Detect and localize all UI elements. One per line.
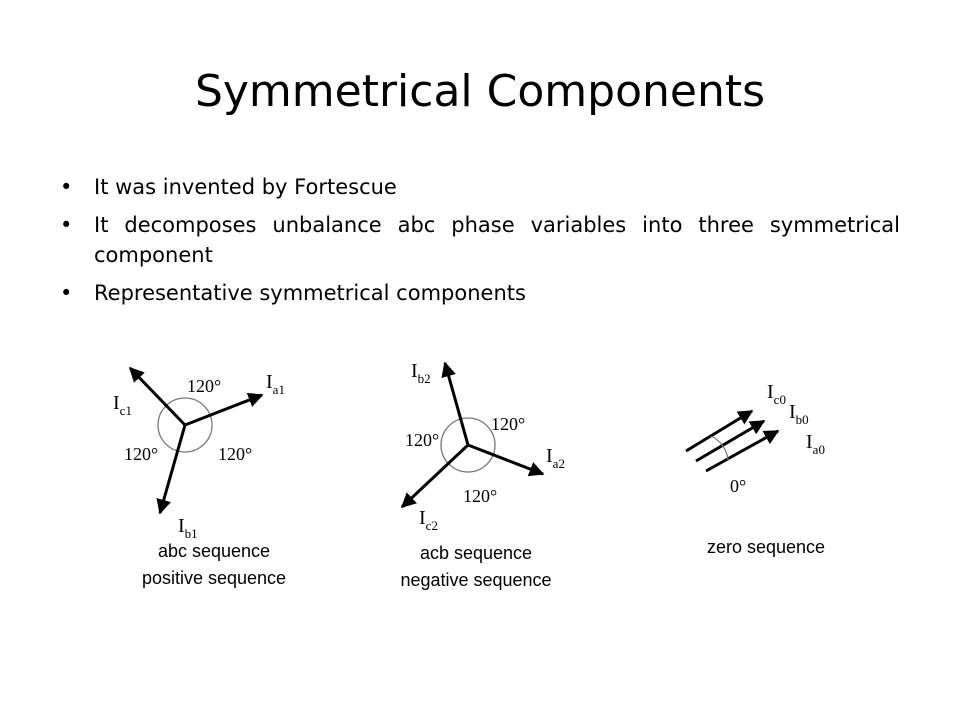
phasor-ib2-arrow — [441, 361, 470, 446]
phasor-ib0-arrow — [695, 419, 766, 463]
label-ib2: Ib2 — [411, 360, 431, 386]
phasor-ia2-arrow — [467, 443, 545, 477]
zero-angle-label: 0° — [730, 476, 746, 496]
caption-negative-sequence: negative sequence — [400, 570, 551, 590]
negative-sequence-diagram: Ia2 Ib2 Ic2 120° 120° 120° acb sequence … — [400, 360, 565, 590]
bullet-icon: • — [60, 213, 73, 237]
bullet-item: • Representative symmetrical components — [58, 278, 900, 308]
bullet-icon: • — [60, 175, 73, 199]
bullet-text: It decomposes unbalance abc phase variab… — [94, 213, 900, 267]
angle-circle — [157, 397, 213, 453]
positive-sequence-diagram: Ia1 Ib1 Ic1 120° 120° 120° abc sequence … — [113, 366, 286, 588]
caption-abc-sequence: abc sequence — [158, 541, 270, 561]
angle-label-right: 120° — [491, 414, 525, 434]
label-ib0: Ib0 — [789, 401, 809, 427]
angle-circle — [440, 417, 496, 473]
bullet-item: • It was invented by Fortescue — [58, 172, 900, 202]
phasor-ic2-arrow — [400, 443, 470, 509]
caption-acb-sequence: acb sequence — [420, 543, 532, 563]
angle-label-top: 120° — [187, 376, 221, 396]
bullet-item: • It decomposes unbalance abc phase vari… — [58, 210, 900, 270]
label-ia0: Ia0 — [806, 431, 825, 457]
label-ib1: Ib1 — [178, 515, 198, 541]
phasor-ia0-arrow — [705, 429, 780, 473]
phasor-ic1-arrow — [128, 366, 187, 427]
bullet-text: It was invented by Fortescue — [94, 175, 397, 199]
label-ia2: Ia2 — [546, 445, 565, 471]
label-ic2: Ic2 — [419, 507, 438, 533]
phasor-ib1-arrow — [156, 424, 187, 515]
label-ic0: Ic0 — [767, 381, 786, 407]
label-ia1: Ia1 — [266, 371, 285, 397]
phasor-ia1-arrow — [184, 392, 264, 427]
zero-angle-arc — [710, 435, 729, 461]
angle-label-right: 120° — [218, 444, 252, 464]
zero-sequence-diagram: Ic0 Ib0 Ia0 0° zero sequence — [685, 381, 825, 557]
bullet-icon: • — [60, 281, 73, 305]
slide-title: Symmetrical Components — [194, 66, 766, 117]
angle-label-bottom: 120° — [463, 486, 497, 506]
caption-zero-sequence: zero sequence — [707, 537, 825, 557]
angle-label-left: 120° — [124, 444, 158, 464]
angle-label-left: 120° — [405, 430, 439, 450]
bullet-text: Representative symmetrical components — [94, 281, 526, 305]
bullet-list: • It was invented by Fortescue • It deco… — [58, 172, 900, 316]
label-ic1: Ic1 — [113, 392, 132, 418]
phasor-ic0-arrow — [685, 409, 754, 453]
caption-positive-sequence: positive sequence — [142, 568, 286, 588]
